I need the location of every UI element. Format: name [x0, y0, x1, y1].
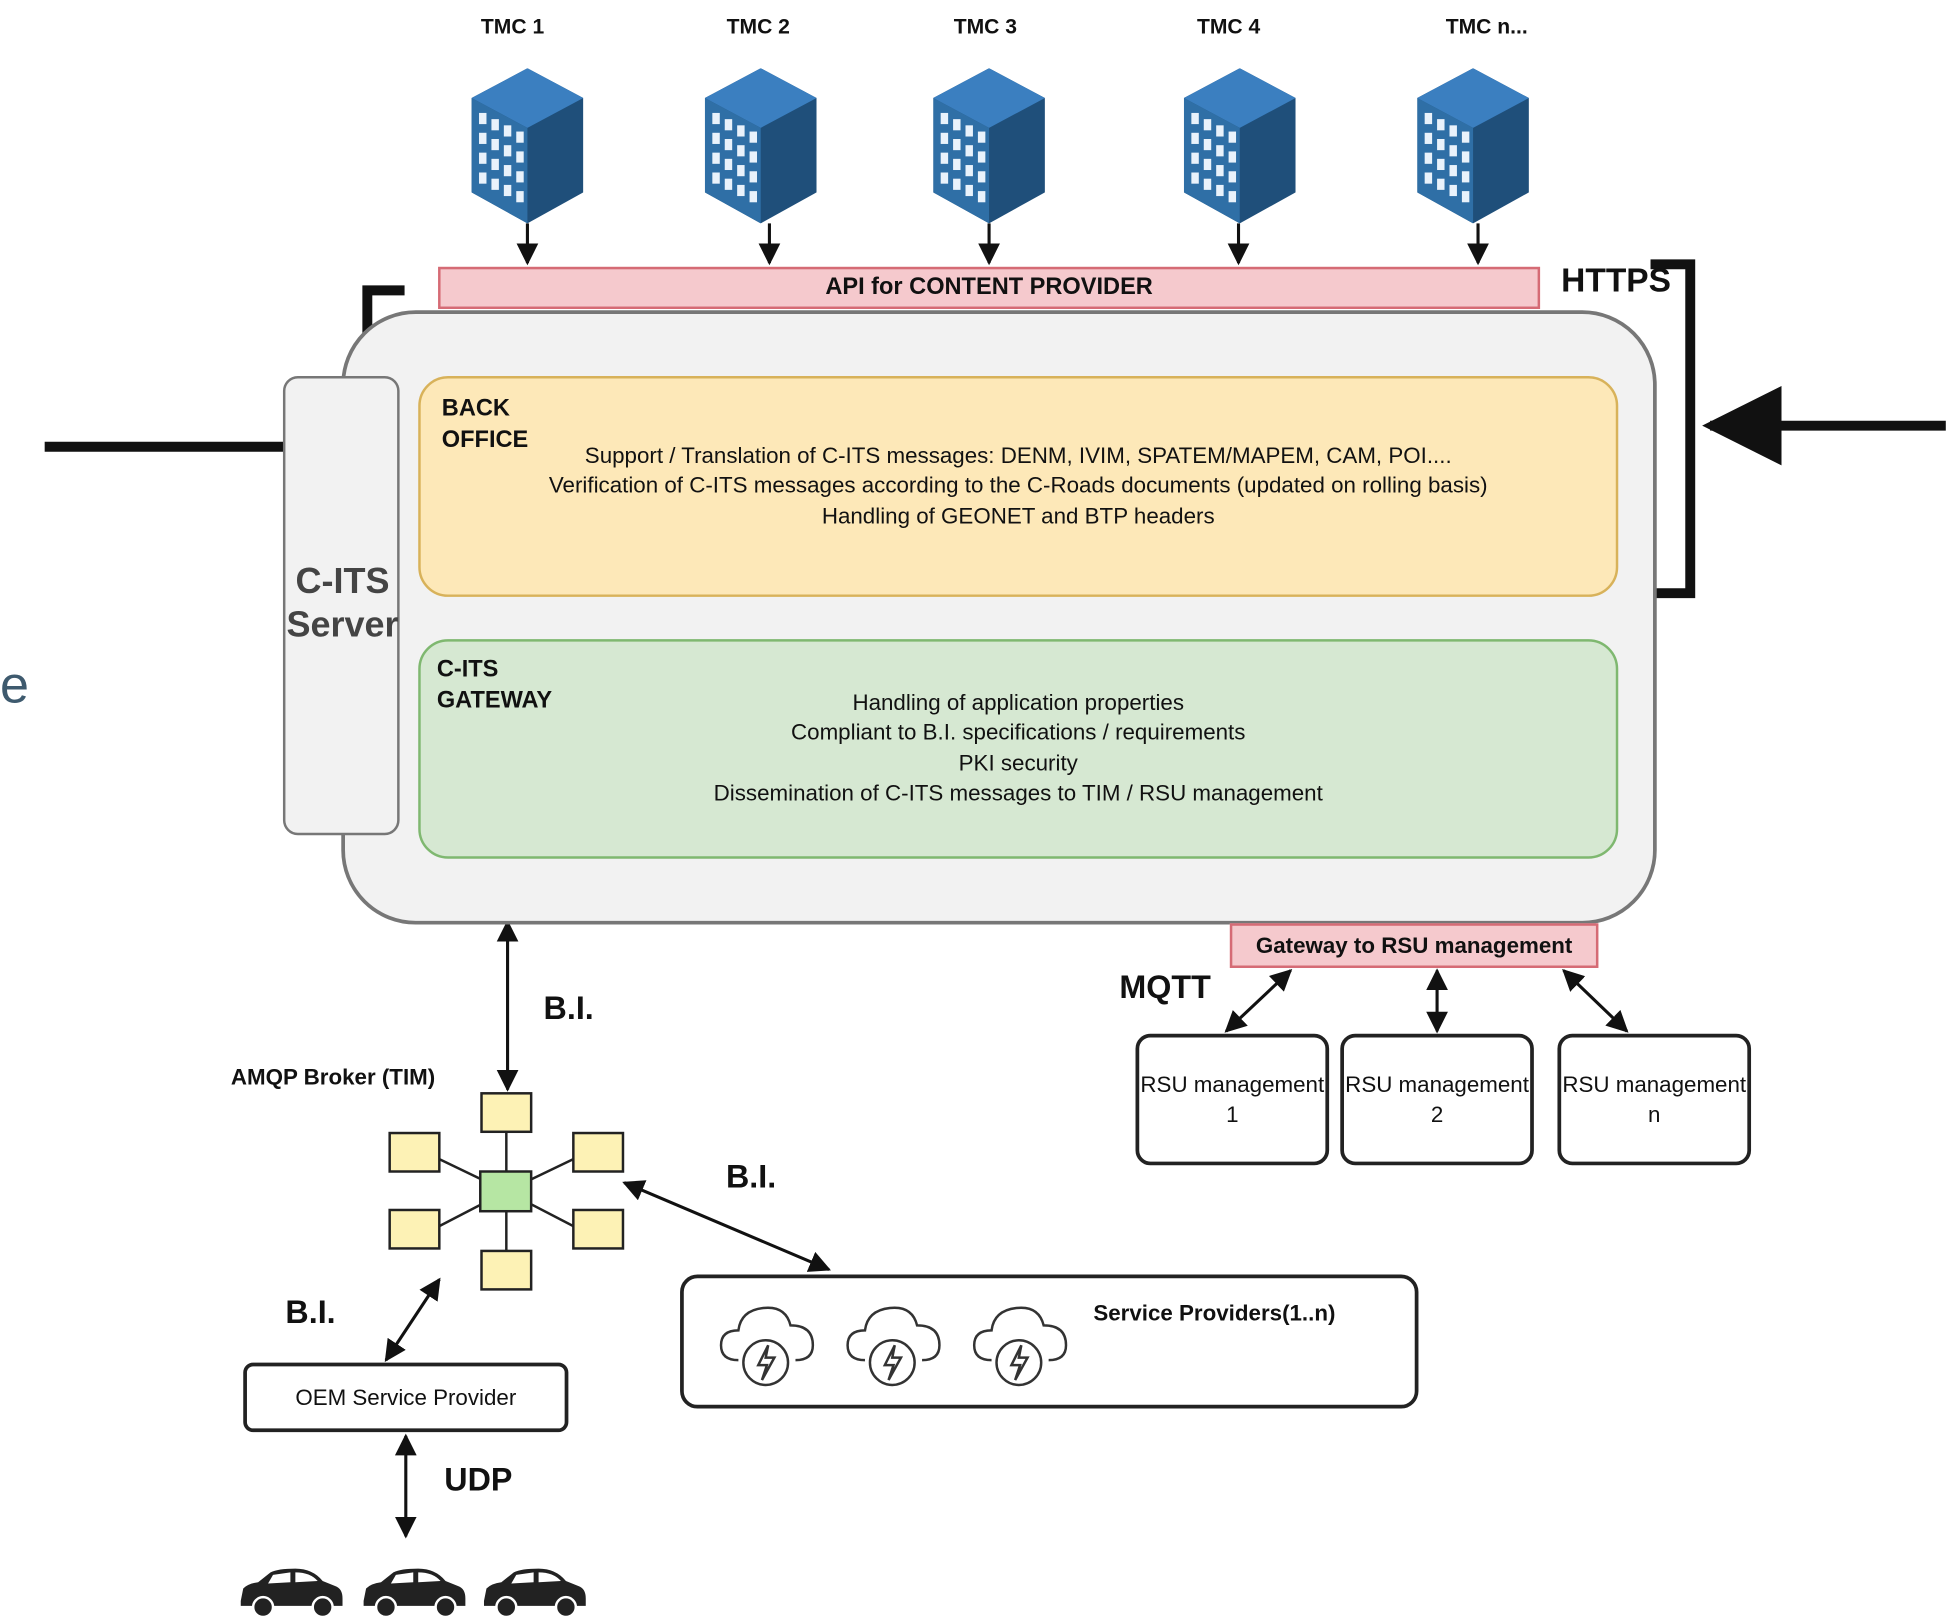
- gateway-line: Handling of application properties: [852, 689, 1185, 715]
- broker-node: [388, 1131, 441, 1173]
- car-icon: [240, 1568, 343, 1619]
- car-icon: [483, 1568, 586, 1619]
- gateway-line: Compliant to B.I. specifications / requi…: [791, 720, 1246, 746]
- gateway-line: Dissemination of C-ITS messages to TIM /…: [713, 781, 1323, 806]
- broker-node: [572, 1208, 625, 1250]
- broker-node: [388, 1208, 441, 1250]
- udp-label: UDP: [444, 1460, 513, 1498]
- gateway-title: C-ITS GATEWAY: [436, 656, 553, 714]
- cloud-service-icon: [846, 1306, 941, 1387]
- broker-oem-arrow: [384, 1277, 441, 1362]
- c-its-server-label: C-ITS Server: [286, 562, 399, 646]
- tmc-label: TMC 2: [726, 14, 790, 39]
- amqp-broker-graph: [388, 1092, 625, 1291]
- tmc-label: TMC n...: [1445, 14, 1528, 39]
- rsu-management-box: RSU management 2: [1340, 1033, 1534, 1166]
- rsu-gateway-bar: Gateway to RSU management: [1229, 923, 1599, 968]
- rsu-arrow-1: [1224, 968, 1293, 1033]
- broker-hub: [479, 1170, 533, 1213]
- back-office-line: Verification of C-ITS messages according…: [548, 473, 1488, 499]
- back-office-line: Handling of GEONET and BTP headers: [821, 503, 1215, 529]
- back-office-line: Support / Translation of C-ITS messages:…: [584, 443, 1452, 468]
- back-office-title: BACK OFFICE: [441, 395, 529, 454]
- gateway-description: Handling of application properties Compl…: [421, 688, 1616, 809]
- oem-service-provider-box: OEM Service Provider: [243, 1362, 569, 1433]
- mqtt-label: MQTT: [1119, 967, 1211, 1006]
- c-its-server-side-panel: [282, 376, 400, 836]
- building-icon: [1183, 68, 1296, 224]
- amqp-broker-label: AMQP Broker (TIM): [230, 1064, 436, 1090]
- broker-node: [572, 1131, 625, 1173]
- broker-node: [480, 1092, 533, 1134]
- building-icon: [471, 68, 584, 224]
- cropped-text-fragment: e: [0, 655, 29, 714]
- back-office-description: Support / Translation of C-ITS messages:…: [421, 441, 1616, 532]
- building-icon: [1417, 68, 1529, 224]
- rsu-arrow-3: [1562, 968, 1629, 1033]
- bi-label: B.I.: [285, 1293, 336, 1331]
- building-icon: [704, 68, 817, 224]
- rsu-management-box: RSU management 1: [1135, 1033, 1330, 1166]
- building-icon: [933, 68, 1045, 224]
- bi-label: B.I.: [543, 989, 594, 1027]
- service-providers-box: Service Providers(1..n): [680, 1274, 1419, 1409]
- api-content-provider-bar: API for CONTENT PROVIDER: [438, 266, 1541, 310]
- back-office-box: BACK OFFICE Support / Translation of C-I…: [418, 376, 1619, 597]
- tmc-label: TMC 1: [480, 14, 545, 39]
- https-label: HTTPS: [1561, 261, 1672, 300]
- service-providers-label: Service Providers(1..n): [1093, 1300, 1336, 1326]
- tmc-label: TMC 3: [953, 14, 1017, 39]
- cloud-service-icon: [719, 1306, 815, 1387]
- gateway-line: PKI security: [958, 750, 1078, 776]
- rsu-management-box: RSU management n: [1557, 1033, 1752, 1166]
- c-its-gateway-box: C-ITS GATEWAY Handling of application pr…: [418, 639, 1619, 859]
- car-icon: [363, 1568, 466, 1619]
- cloud-service-icon: [972, 1306, 1068, 1387]
- bi-label: B.I.: [725, 1157, 777, 1196]
- broker-node: [480, 1249, 533, 1291]
- tmc-label: TMC 4: [1196, 14, 1261, 39]
